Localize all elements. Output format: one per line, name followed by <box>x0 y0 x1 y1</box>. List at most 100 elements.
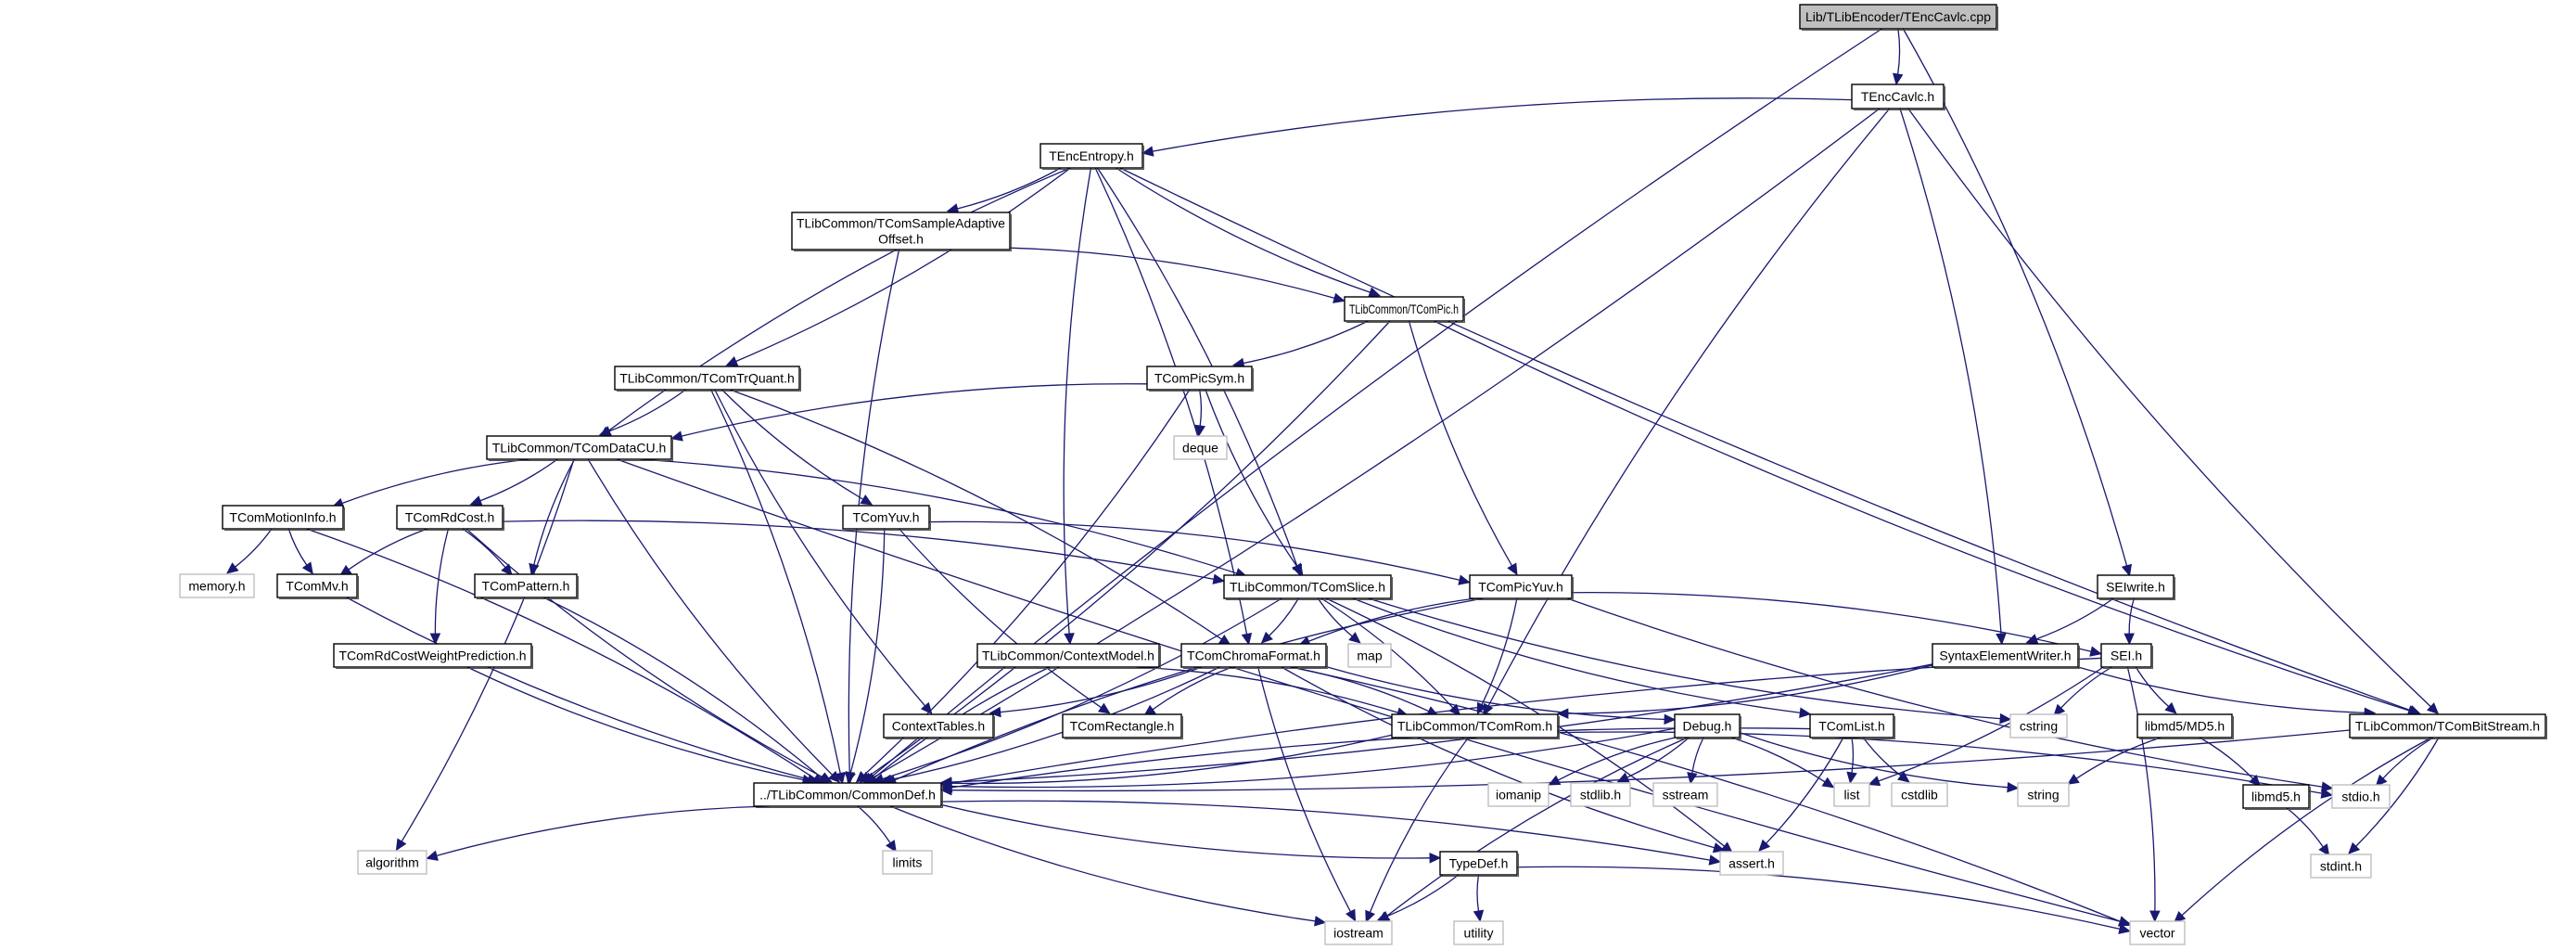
node-tcomslice[interactable]: TLibCommon/TComSlice.h <box>1223 574 1393 600</box>
node-box[interactable] <box>976 643 1160 668</box>
edge-tcompic-to-commondef <box>859 320 1391 783</box>
edge-line <box>1119 167 2411 712</box>
node-vector: vector <box>2129 920 2186 945</box>
node-shadow <box>886 716 995 739</box>
node-tcommotioninfo[interactable]: TComMotionInfo.h <box>222 505 345 531</box>
edge-line <box>434 528 450 635</box>
arrowhead-icon <box>1064 633 1075 646</box>
node-box[interactable] <box>883 713 994 738</box>
node-box[interactable] <box>791 212 1011 250</box>
edge-tcomlist-to-assert <box>1758 737 1844 852</box>
edge-commondef-to-typedef <box>940 803 1442 864</box>
node-box[interactable] <box>753 782 942 807</box>
node-assert: assert.h <box>1719 851 1784 876</box>
node-box[interactable] <box>276 573 358 598</box>
node-box[interactable] <box>1469 574 1573 599</box>
edge-commondef-to-assert <box>940 800 1722 866</box>
node-box[interactable] <box>2349 713 2546 738</box>
node-box[interactable] <box>1062 713 1182 738</box>
node-tcompattern[interactable]: TComPattern.h <box>474 573 579 599</box>
arrowhead-icon <box>1333 292 1345 303</box>
node-box[interactable] <box>1039 143 1143 169</box>
node-box[interactable] <box>486 435 672 460</box>
node-tcommv[interactable]: TComMv.h <box>276 573 359 599</box>
node-tcomrdcost[interactable]: TComRdCost.h <box>396 505 504 531</box>
node-tcomrectangle[interactable]: TComRectangle.h <box>1062 713 1183 739</box>
edge-line <box>1851 737 1855 774</box>
node-tcombitstream[interactable]: TLibCommon/TComBitStream.h <box>2349 713 2547 739</box>
node-label: libmd5/MD5.h <box>2145 719 2225 734</box>
node-tcomyuv[interactable]: TComYuv.h <box>842 505 931 531</box>
edge-line <box>1096 167 1298 567</box>
node-label: TComRdCost.h <box>405 510 494 525</box>
node-stdint: stdint.h <box>2310 854 2372 879</box>
node-debug[interactable]: Debug.h <box>1674 713 1741 739</box>
node-tcompic[interactable]: TLibCommon/TComPic.h <box>1344 296 1465 323</box>
node-tcomchromaformat[interactable]: TComChromaFormat.h <box>1180 643 1328 669</box>
node-box[interactable] <box>2097 574 2174 599</box>
edge-tencentropy-to-tcompic <box>1116 167 1382 298</box>
node-box[interactable] <box>1932 643 2079 668</box>
node-box <box>1173 435 1228 460</box>
node-tcompicsym[interactable]: TComPicSym.h <box>1146 366 1254 392</box>
node-box[interactable] <box>1799 4 1997 30</box>
node-box[interactable] <box>222 505 344 530</box>
node-shadow <box>979 646 1161 669</box>
node-box[interactable] <box>1439 851 1518 876</box>
edge-line <box>1386 737 1689 917</box>
node-box[interactable] <box>1344 296 1464 322</box>
node-typedef[interactable]: TypeDef.h <box>1439 851 1519 877</box>
node-tcomtrquant[interactable]: TLibCommon/TComTrQuant.h <box>614 366 801 392</box>
node-tencentropy[interactable]: TEncEntropy.h <box>1039 143 1144 170</box>
node-box[interactable] <box>1223 574 1392 599</box>
node-box[interactable] <box>474 573 578 598</box>
node-box[interactable] <box>842 505 930 530</box>
node-box[interactable] <box>333 643 532 668</box>
node-shadow <box>2139 716 2234 739</box>
edge-tcombitstream-to-vector <box>2174 737 2432 923</box>
node-tcompicyuv[interactable]: TComPicYuv.h <box>1469 574 1574 600</box>
arrowhead-icon <box>920 701 933 715</box>
edge-tencentropy-to-contextmodel <box>1063 167 1092 646</box>
node-contextmodel[interactable]: TLibCommon/ContextModel.h <box>976 643 1161 669</box>
node-box[interactable] <box>396 505 504 530</box>
edge-tencentropy-to-tcomtrquant <box>725 167 1071 366</box>
arrowhead-icon <box>670 430 683 442</box>
node-contexttables[interactable]: ContextTables.h <box>883 713 995 739</box>
edge-line <box>1766 737 1844 844</box>
edge-line <box>1243 320 1369 365</box>
node-box[interactable] <box>1391 713 1559 738</box>
node-shadow <box>1677 716 1741 739</box>
node-seiwrite[interactable]: SEIwrite.h <box>2097 574 2175 600</box>
edge-line <box>1557 731 2323 794</box>
node-tcomrom[interactable]: TLibCommon/TComRom.h <box>1391 713 1560 739</box>
node-box[interactable] <box>1851 83 1945 109</box>
edge-line <box>1862 737 1902 777</box>
edge-sei-to-cstring <box>2053 666 2112 716</box>
node-box[interactable] <box>614 366 800 391</box>
node-libmd5[interactable]: libmd5.h <box>2242 784 2311 810</box>
node-box[interactable] <box>2136 713 2233 738</box>
node-box[interactable] <box>1674 713 1741 738</box>
node-shadow <box>2099 577 2175 600</box>
node-box[interactable] <box>1809 713 1894 738</box>
node-md5[interactable]: libmd5/MD5.h <box>2136 713 2234 739</box>
node-box[interactable] <box>1180 643 1327 668</box>
node-root[interactable]: Lib/TLibEncoder/TEncCavlc.cpp <box>1799 4 1998 31</box>
node-tcomdatacu[interactable]: TLibCommon/TComDataCU.h <box>486 435 673 461</box>
edge-tcompicyuv-to-sei <box>1571 591 2102 657</box>
edge-tencentropy-to-tcomdatacu <box>599 167 1071 438</box>
node-box[interactable] <box>2242 784 2310 809</box>
node-tcomlist[interactable]: TComList.h <box>1809 713 1895 739</box>
node-box <box>357 850 427 875</box>
edge-line <box>1487 108 1891 707</box>
node-commondef[interactable]: ../TLibCommon/CommonDef.h <box>753 782 943 808</box>
node-tcomrdcostwp[interactable]: TComRdCostWeightPrediction.h <box>333 643 533 669</box>
node-sei[interactable]: SEI.h <box>2100 643 2153 669</box>
node-box[interactable] <box>2100 643 2152 668</box>
node-label: TComPattern.h <box>482 579 570 594</box>
node-tenccavlc[interactable]: TEncCavlc.h <box>1851 83 1945 110</box>
node-box[interactable] <box>1146 366 1253 391</box>
node-syntaxelementwriter[interactable]: SyntaxElementWriter.h <box>1932 643 2080 669</box>
